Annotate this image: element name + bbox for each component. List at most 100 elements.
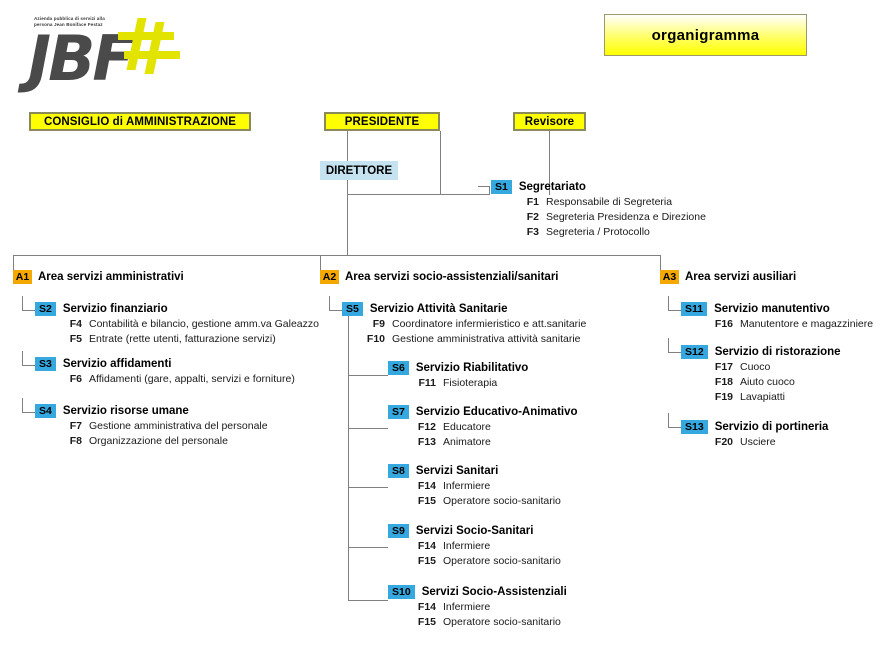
function-row: F13 Animatore — [412, 435, 578, 450]
service-title: Servizi Socio-Assistenziali — [421, 586, 567, 598]
function-label: Operatore socio-sanitario — [443, 555, 561, 567]
function-code: F6 — [69, 373, 82, 385]
function-code: F3 — [526, 226, 539, 238]
badge-s11: S11 — [681, 302, 708, 316]
badge-s8: S8 — [388, 464, 409, 478]
service-segretariato[interactable]: S1 Segretariato F1 Responsabile di Segre… — [491, 180, 706, 240]
function-label: Segreteria Presidenza e Direzione — [546, 211, 706, 223]
function-code: F7 — [69, 420, 82, 432]
area-a3[interactable]: A3 Area servizi ausiliari — [660, 270, 796, 284]
connector-s12-stub-v — [668, 338, 669, 352]
function-row: F4 Contabilità e bilancio, gestione amm.… — [58, 317, 319, 332]
service-s7[interactable]: S7 Servizio Educativo-Animativo F12 Educ… — [388, 405, 578, 450]
connector-s4-stub-h — [22, 412, 35, 413]
connector-s7-branch — [348, 428, 388, 429]
function-row: F2 Segreteria Presidenza e Direzione — [515, 210, 706, 225]
service-title: Servizi Socio-Sanitari — [415, 525, 534, 537]
connector-s8-branch — [348, 487, 388, 488]
function-label: Affidamenti (gare, appalti, servizi e fo… — [89, 373, 295, 385]
function-code: F2 — [526, 211, 539, 223]
function-row: F14 Infermiere — [412, 479, 561, 494]
service-s3[interactable]: S3 Servizio affidamenti F6 Affidamenti (… — [35, 357, 295, 387]
badge-s1: S1 — [491, 180, 512, 194]
area-a2[interactable]: A2 Area servizi socio-assistenziali/sani… — [320, 270, 559, 284]
service-s5[interactable]: S5 Servizio Attività Sanitarie F9 Coordi… — [342, 302, 586, 347]
service-s10[interactable]: S10 Servizi Socio-Assistenziali F14 Infe… — [388, 585, 567, 630]
function-code: F17 — [714, 361, 733, 373]
connector-revisore-vertical — [549, 131, 550, 195]
connector-direttore-segretariato — [347, 194, 489, 195]
badge-a1: A1 — [13, 270, 32, 284]
function-code: F14 — [417, 480, 436, 492]
logo-tagline: Azienda pubblica di servizi alla persona… — [34, 16, 105, 28]
function-code: F15 — [417, 495, 436, 507]
service-s6[interactable]: S6 Servizio Riabilitativo F11 Fisioterap… — [388, 361, 528, 391]
service-s4[interactable]: S4 Servizio risorse umane F7 Gestione am… — [35, 404, 268, 449]
function-label: Segreteria / Protocollo — [546, 226, 650, 238]
badge-s10: S10 — [388, 585, 415, 599]
function-label: Contabilità e bilancio, gestione amm.va … — [89, 318, 319, 330]
service-s13[interactable]: S13 Servizio di portineria F20 Usciere — [681, 420, 828, 450]
service-title: Servizio affidamenti — [62, 358, 172, 370]
service-s12[interactable]: S12 Servizio di ristorazione F17 Cuoco F… — [681, 345, 841, 405]
connector-area-a1-drop — [13, 255, 14, 273]
function-label: Coordinatore infermieristico e att.sanit… — [392, 318, 587, 330]
area-title: Area servizi socio-assistenziali/sanitar… — [345, 271, 559, 283]
function-row: F15 Operatore socio-sanitario — [412, 494, 561, 509]
badge-s12: S12 — [681, 345, 708, 359]
service-s11[interactable]: S11 Servizio manutentivo F16 Manutentore… — [681, 302, 873, 332]
connector-s12-stub-h — [668, 352, 681, 353]
badge-s13: S13 — [681, 420, 708, 434]
connector-s6-branch — [348, 375, 388, 376]
function-code: F15 — [417, 616, 436, 628]
function-code: F15 — [417, 555, 436, 567]
function-row: F17 Cuoco — [709, 360, 841, 375]
function-code: F16 — [714, 318, 733, 330]
connector-area-a2-drop — [320, 255, 321, 273]
function-code: F10 — [366, 333, 385, 345]
service-title: Servizio Riabilitativo — [415, 362, 529, 374]
function-label: Gestione amministrativa attività sanitar… — [392, 333, 581, 345]
function-row: F15 Operatore socio-sanitario — [412, 554, 561, 569]
function-row: F12 Educatore — [412, 420, 578, 435]
function-code: F5 — [69, 333, 82, 345]
box-consiglio-amministrazione[interactable]: CONSIGLIO di AMMINISTRAZIONE — [29, 112, 251, 131]
function-row: F8 Organizzazione del personale — [58, 434, 268, 449]
service-title: Servizio di ristorazione — [714, 346, 841, 358]
connector-s2-stub-v — [22, 296, 23, 310]
logo-wordmark: JBF — [28, 22, 135, 95]
function-code: F20 — [714, 436, 733, 448]
function-row: F16 Manutentore e magazziniere — [709, 317, 873, 332]
function-label: Fisioterapia — [443, 377, 498, 389]
connector-s3-stub-h — [22, 365, 35, 366]
service-s9[interactable]: S9 Servizi Socio-Sanitari F14 Infermiere… — [388, 524, 561, 569]
function-row: F14 Infermiere — [412, 600, 567, 615]
area-title: Area servizi amministrativi — [38, 271, 184, 283]
box-direttore[interactable]: DIRETTORE — [320, 161, 398, 180]
service-title: Servizio manutentivo — [714, 303, 830, 315]
function-code: F14 — [417, 601, 436, 613]
connector-s10-branch — [348, 600, 388, 601]
connector-a2-spine — [348, 310, 349, 600]
function-code: F4 — [69, 318, 82, 330]
function-row: F3 Segreteria / Protocollo — [515, 225, 706, 240]
area-title: Area servizi ausiliari — [685, 271, 797, 283]
function-row: F15 Operatore socio-sanitario — [412, 615, 567, 630]
service-s2[interactable]: S2 Servizio finanziario F4 Contabilità e… — [35, 302, 319, 347]
badge-s6: S6 — [388, 361, 409, 375]
function-label: Operatore socio-sanitario — [443, 616, 561, 628]
service-title: Servizio Educativo-Animativo — [415, 406, 578, 418]
service-s8[interactable]: S8 Servizi Sanitari F14 Infermiere F15 O… — [388, 464, 561, 509]
connector-s4-stub-v — [22, 398, 23, 412]
function-code: F11 — [418, 377, 436, 389]
box-revisore[interactable]: Revisore — [513, 112, 586, 131]
area-a1[interactable]: A1 Area servizi amministrativi — [13, 270, 184, 284]
function-row: F10 Gestione amministrativa attività san… — [361, 332, 586, 347]
function-label: Infermiere — [443, 480, 491, 492]
box-presidente[interactable]: PRESIDENTE — [324, 112, 440, 131]
badge-s9: S9 — [388, 524, 409, 538]
function-label: Lavapiatti — [740, 391, 785, 403]
connector-s11-stub-h — [668, 310, 681, 311]
function-code: F14 — [417, 540, 436, 552]
